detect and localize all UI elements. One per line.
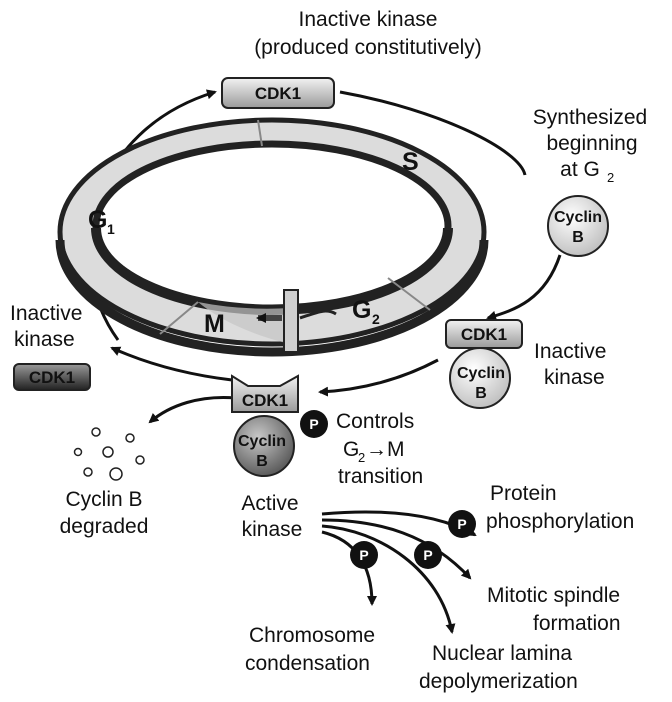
nuclear-lamina-label: Nuclear lamina xyxy=(432,642,572,665)
at-g2-subscript: 2 xyxy=(607,170,614,185)
phosphate-protein: P xyxy=(448,510,476,538)
controls-label: Controls xyxy=(336,410,414,433)
phase-m-label: M xyxy=(204,310,225,338)
cyclin-degraded-label: Cyclin B xyxy=(65,488,142,511)
inactive-left-kinase: kinase xyxy=(14,328,75,351)
inactive-right-label: Inactive xyxy=(534,340,606,363)
degraded-fragments xyxy=(75,428,145,480)
phosphate-chromosome: P xyxy=(350,541,378,569)
top-kinase-sublabel: (produced constitutively) xyxy=(254,36,482,59)
cyclin-active-b: B xyxy=(256,453,268,470)
inactive-complex-right: CDK1 Cyclin B xyxy=(446,320,522,408)
top-kinase-label: Inactive kinase xyxy=(299,8,438,31)
phase-g2-label: G xyxy=(352,296,371,324)
cdk1-active-text: CDK1 xyxy=(242,391,288,410)
cyclin-degraded-sublabel: degraded xyxy=(60,515,149,538)
cdk1-top-text: CDK1 xyxy=(255,84,301,103)
cyclin-right-b: B xyxy=(475,385,487,402)
cyclin-free-b: B xyxy=(572,229,584,246)
phosphorylation-label: phosphorylation xyxy=(486,510,634,533)
depolymerization-label: depolymerization xyxy=(419,670,578,693)
mitotic-spindle-label: Mitotic spindle xyxy=(487,584,620,607)
cyclin-b-free: Cyclin B xyxy=(548,196,608,256)
protein-label: Protein xyxy=(490,482,557,505)
cdk1-left-text: CDK1 xyxy=(29,368,75,387)
phase-g1-subscript: 1 xyxy=(107,221,115,237)
controls-g2m-arrow: →M xyxy=(366,438,405,461)
inactive-left-label: Inactive xyxy=(10,302,82,325)
active-arrow-to-inactive-left xyxy=(112,348,232,380)
phosphate-lamina-text: P xyxy=(423,547,432,563)
phosphate-protein-text: P xyxy=(457,516,466,532)
chromosome-label: Chromosome xyxy=(249,624,375,647)
phosphate-active-text: P xyxy=(309,416,318,432)
active-label: Active xyxy=(241,492,298,515)
cdk1-right-text: CDK1 xyxy=(461,325,507,344)
synthesized-label: Synthesized xyxy=(533,106,647,129)
at-g2-label: at G xyxy=(560,158,600,181)
phase-s-label: S xyxy=(402,148,419,176)
cyclin-right-text: Cyclin xyxy=(457,365,505,382)
formation-label: formation xyxy=(533,612,621,635)
complex-arrow-to-active xyxy=(320,360,438,392)
controls-transition-label: transition xyxy=(338,465,423,488)
controls-g2m-label: G xyxy=(343,438,359,461)
beginning-label: beginning xyxy=(546,132,637,155)
inactive-right-kinase: kinase xyxy=(544,366,605,389)
active-complex: CDK1 Cyclin B xyxy=(232,376,298,476)
phosphate-lamina: P xyxy=(414,541,442,569)
cyclin-arrow-to-inactive-complex xyxy=(488,255,560,318)
phase-g2-subscript: 2 xyxy=(372,311,380,327)
cyclin-free-text: Cyclin xyxy=(554,209,602,226)
condensation-label: condensation xyxy=(245,652,370,675)
degradation-arrow xyxy=(150,397,236,422)
cyclin-active-text: Cyclin xyxy=(238,433,286,450)
controls-g2m-subscript: 2 xyxy=(358,450,365,465)
active-kinase-label: kinase xyxy=(242,518,303,541)
phosphate-chromosome-text: P xyxy=(359,547,368,563)
cdk1-top-box: CDK1 xyxy=(222,78,334,108)
phosphate-active: P xyxy=(300,410,328,438)
phase-g1-label: G xyxy=(88,206,107,234)
cdk1-left-box: CDK1 xyxy=(14,364,90,390)
